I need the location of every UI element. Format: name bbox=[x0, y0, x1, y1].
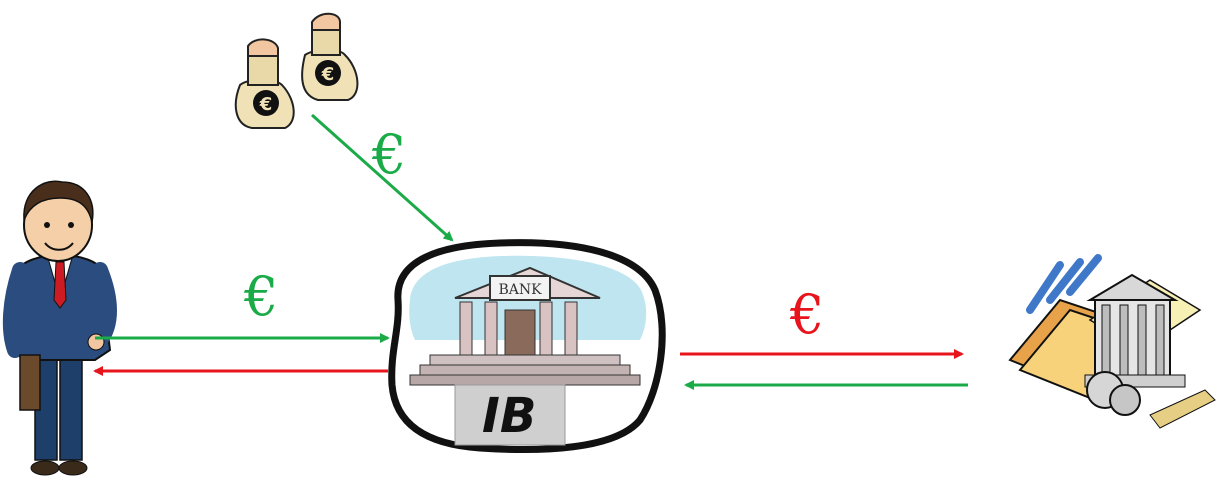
bank-label: IB bbox=[482, 388, 537, 444]
euro-label-person-to-bank: € bbox=[244, 265, 279, 328]
svg-text:€: € bbox=[259, 94, 273, 115]
businessman-icon bbox=[2, 180, 117, 476]
bank-building-icon: BANK bbox=[388, 239, 666, 454]
euro-label-bank-to-market: € bbox=[790, 283, 825, 346]
bank-sign: BANK bbox=[498, 282, 542, 298]
money-bags-icon: € € bbox=[234, 12, 359, 129]
arrow-bags-to-bank bbox=[311, 113, 454, 242]
stock-market-icon bbox=[1008, 254, 1216, 429]
euro-label-bags-to-bank: € bbox=[372, 123, 407, 186]
svg-text:€: € bbox=[321, 64, 335, 85]
